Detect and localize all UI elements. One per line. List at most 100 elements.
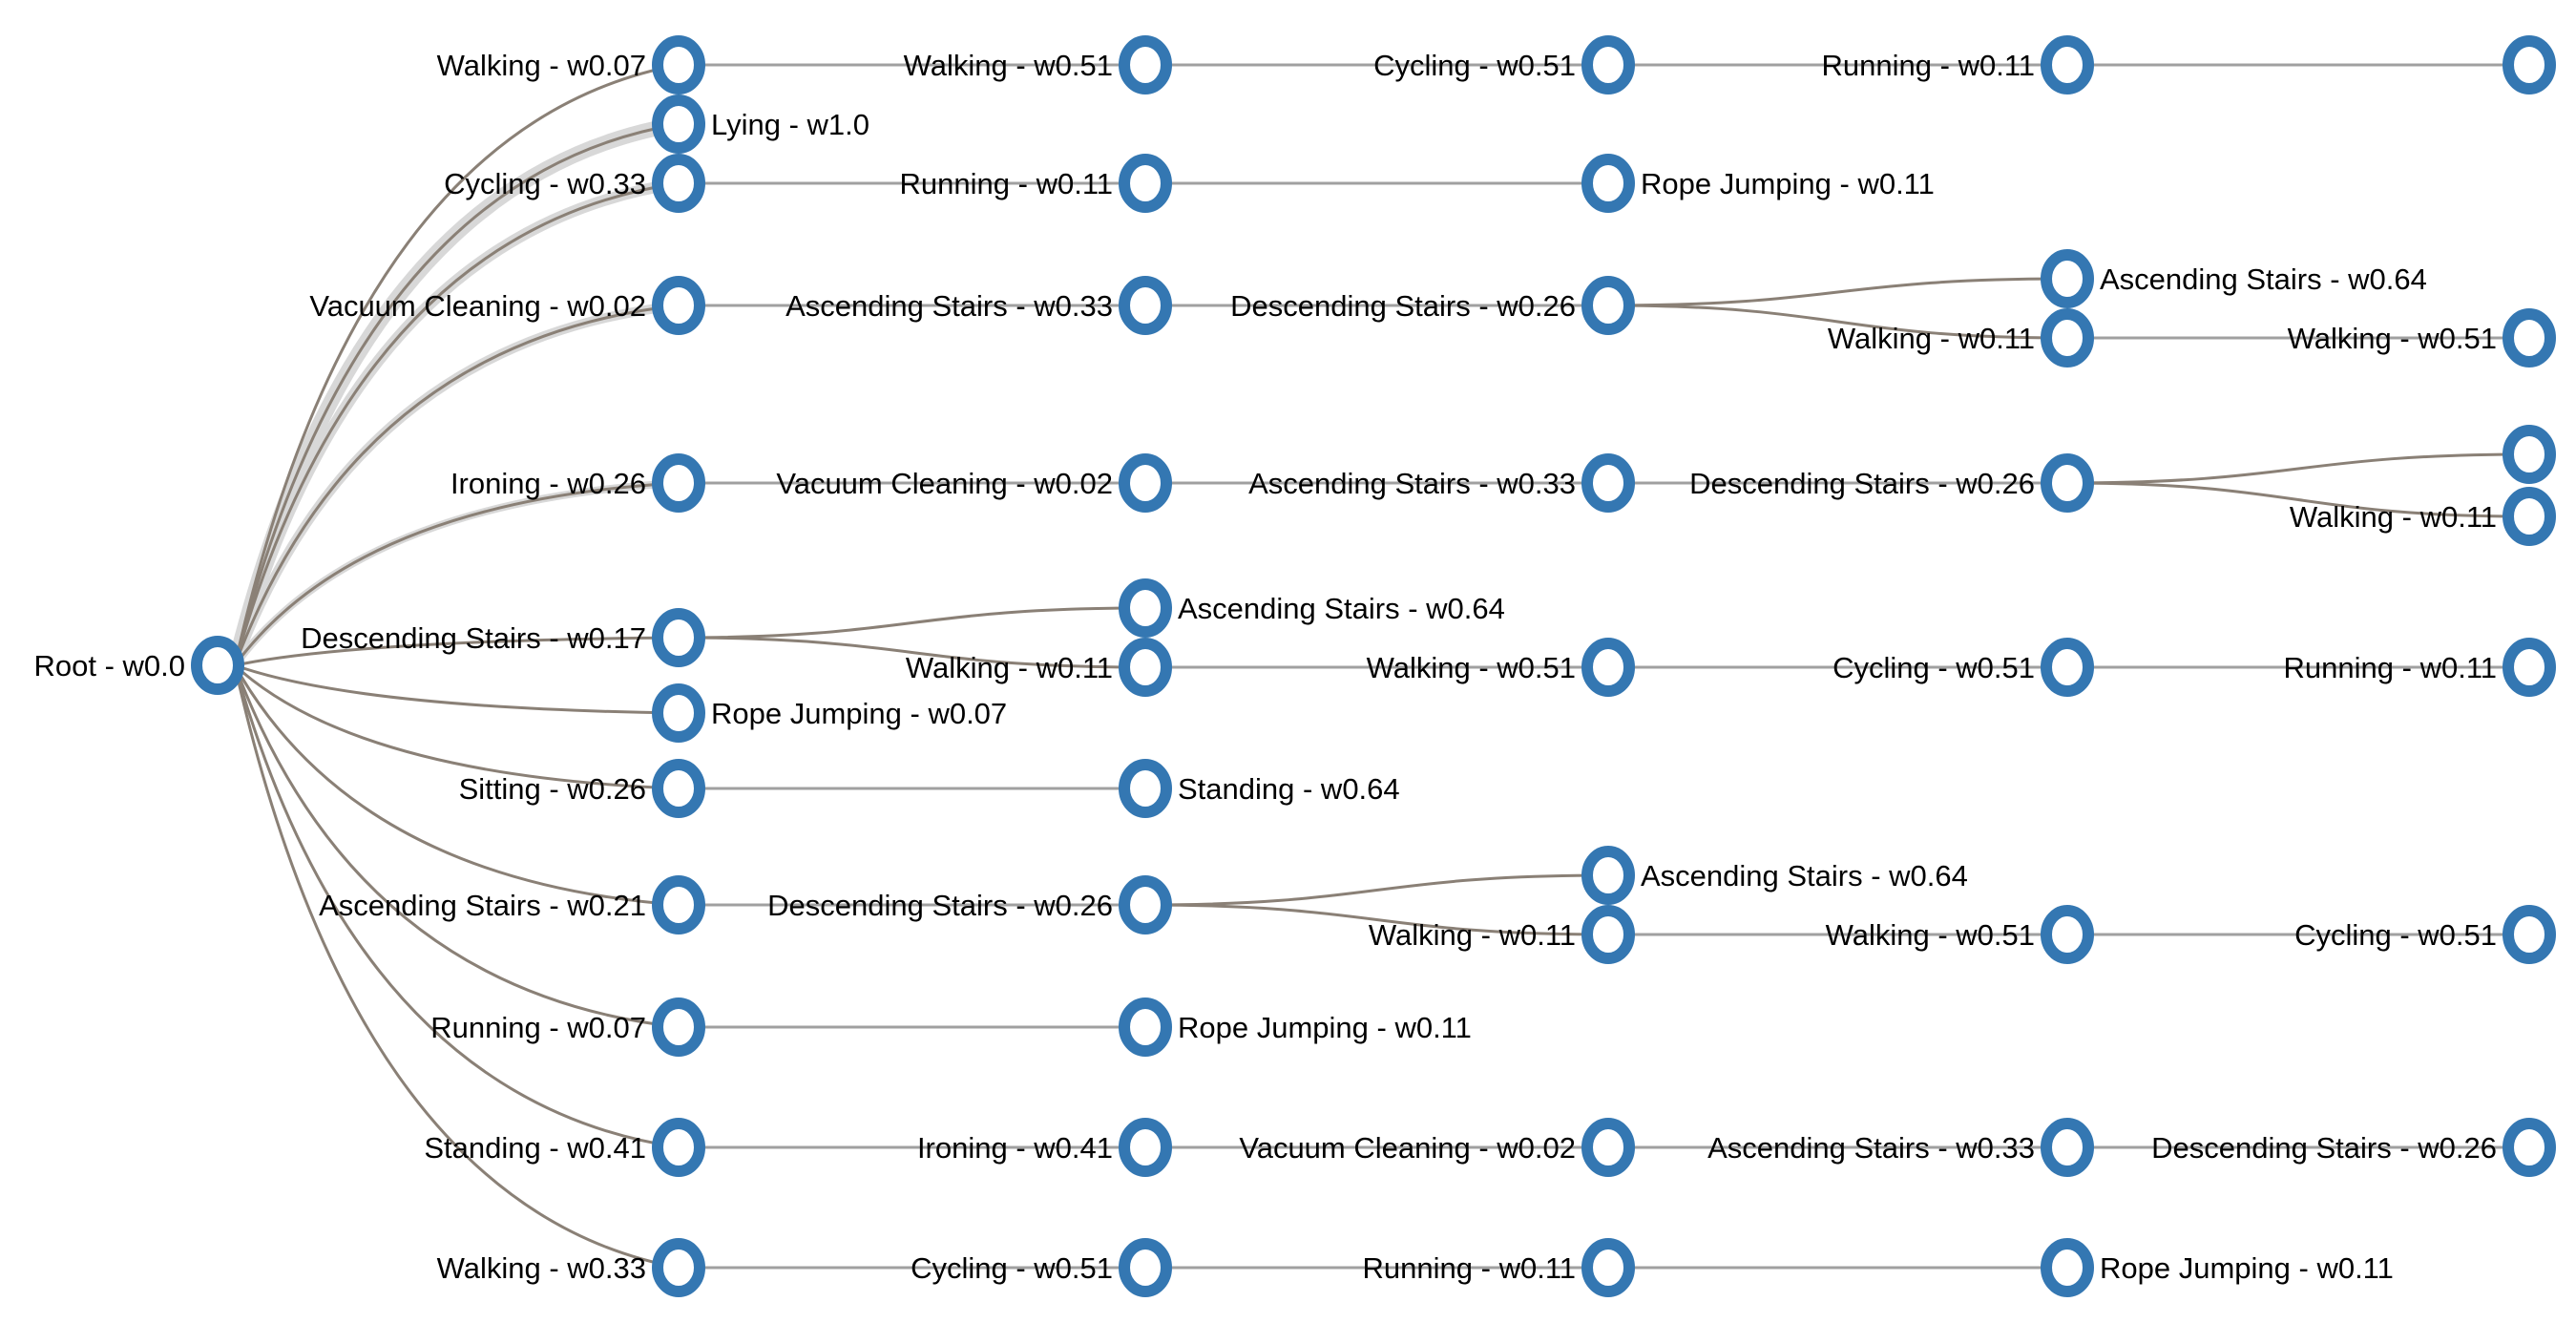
label-w011c: Walking - w0.11 bbox=[906, 651, 1113, 684]
label-as064b: Ascending Stairs - w0.64 bbox=[1178, 592, 1505, 625]
node-vc002b bbox=[1119, 453, 1172, 513]
node-vc002a bbox=[652, 276, 705, 335]
label-lying: Lying - w1.0 bbox=[711, 108, 869, 141]
edge-ds026c-as064c bbox=[1143, 873, 1610, 907]
node-rj007 bbox=[652, 683, 705, 743]
edge-root-stand041 bbox=[233, 663, 681, 1149]
node-as064c bbox=[1581, 846, 1635, 905]
label-ds026d: Descending Stairs - w0.26 bbox=[2151, 1131, 2497, 1165]
node-r011d bbox=[1581, 1238, 1635, 1297]
node-t5 bbox=[2503, 425, 2556, 484]
label-c051a: Cycling - w0.51 bbox=[1373, 49, 1576, 82]
node-w011b bbox=[2503, 487, 2556, 546]
label-w051b: Walking - w0.51 bbox=[2288, 322, 2497, 355]
edge-ds017-w011c bbox=[677, 636, 1147, 669]
label-as033b: Ascending Stairs - w0.33 bbox=[1248, 467, 1576, 500]
label-c051d: Cycling - w0.51 bbox=[911, 1251, 1113, 1285]
edge-ds026a-as064a bbox=[1606, 277, 2069, 307]
node-r011c bbox=[2503, 638, 2556, 697]
edge-ds017-as064b bbox=[677, 606, 1147, 640]
node-as033a bbox=[1119, 276, 1172, 335]
edge-root-lying bbox=[233, 122, 681, 667]
label-c051b: Cycling - w0.51 bbox=[1833, 651, 2035, 684]
node-w033 bbox=[652, 1238, 705, 1297]
label-iron026: Ironing - w0.26 bbox=[450, 467, 646, 500]
node-sit026 bbox=[652, 759, 705, 818]
label-as033c: Ascending Stairs - w0.33 bbox=[1707, 1131, 2035, 1165]
node-w051d bbox=[2041, 905, 2094, 964]
edge-root-iron026 bbox=[233, 481, 681, 667]
node-c051b bbox=[2041, 638, 2094, 697]
edge-ds026a-w011a bbox=[1606, 304, 2069, 340]
node-as033b bbox=[1581, 453, 1635, 513]
edge-ds026c-w011d bbox=[1143, 903, 1610, 936]
node-c033 bbox=[652, 154, 705, 213]
node-w051b bbox=[2503, 308, 2556, 368]
edge-root-sit026 bbox=[233, 663, 681, 790]
label-c033: Cycling - w0.33 bbox=[444, 167, 646, 200]
node-as064a bbox=[2041, 249, 2094, 308]
label-vc002a: Vacuum Cleaning - w0.02 bbox=[309, 289, 646, 323]
edge-root-w033 bbox=[233, 663, 681, 1270]
label-root: Root - w0.0 bbox=[33, 649, 185, 682]
label-w033: Walking - w0.33 bbox=[437, 1251, 646, 1285]
label-w051d: Walking - w0.51 bbox=[1826, 918, 2035, 952]
node-stand041 bbox=[652, 1118, 705, 1177]
node-rj011a bbox=[1581, 154, 1635, 213]
label-as064a: Ascending Stairs - w0.64 bbox=[2100, 262, 2427, 296]
label-rj011a: Rope Jumping - w0.11 bbox=[1641, 167, 1935, 200]
label-w011a: Walking - w0.11 bbox=[1828, 322, 2035, 355]
label-w051a: Walking - w0.51 bbox=[904, 49, 1113, 82]
edge-root-w007 bbox=[233, 63, 681, 667]
label-r011d: Running - w0.11 bbox=[1363, 1251, 1576, 1285]
node-ds026d bbox=[2503, 1118, 2556, 1177]
edge-root-run007 bbox=[233, 663, 681, 1029]
label-vc002c: Vacuum Cleaning - w0.02 bbox=[1239, 1131, 1576, 1165]
node-as021 bbox=[652, 875, 705, 934]
label-run007: Running - w0.07 bbox=[430, 1011, 646, 1044]
label-r011b: Running - w0.11 bbox=[900, 167, 1113, 200]
label-ds026b: Descending Stairs - w0.26 bbox=[1689, 467, 2035, 500]
label-rj011b: Rope Jumping - w0.11 bbox=[1178, 1011, 1472, 1044]
label-w011b: Walking - w0.11 bbox=[2290, 500, 2497, 534]
node-iron026 bbox=[652, 453, 705, 513]
edge-root-lying bbox=[227, 116, 686, 673]
node-ds026c bbox=[1119, 875, 1172, 934]
node-vc002c bbox=[1581, 1118, 1635, 1177]
label-iron041: Ironing - w0.41 bbox=[917, 1131, 1113, 1165]
node-iron041 bbox=[1119, 1118, 1172, 1177]
node-w051a bbox=[1119, 35, 1172, 94]
edge-root-vc002a bbox=[233, 304, 681, 667]
label-w051c: Walking - w0.51 bbox=[1367, 651, 1576, 684]
label-ds026a: Descending Stairs - w0.26 bbox=[1230, 289, 1576, 323]
node-as064b bbox=[1119, 578, 1172, 638]
node-t1 bbox=[2503, 35, 2556, 94]
node-ds017 bbox=[652, 608, 705, 667]
edge-ds026b-w011b bbox=[2065, 481, 2531, 518]
label-ds026c: Descending Stairs - w0.26 bbox=[767, 889, 1113, 922]
edge-root-c033 bbox=[233, 181, 681, 667]
node-ds026a bbox=[1581, 276, 1635, 335]
label-stand064: Standing - w0.64 bbox=[1178, 772, 1400, 806]
label-as033a: Ascending Stairs - w0.33 bbox=[785, 289, 1113, 323]
label-as064c: Ascending Stairs - w0.64 bbox=[1641, 859, 1968, 892]
node-lying bbox=[652, 94, 705, 154]
node-stand064 bbox=[1119, 759, 1172, 818]
label-vc002b: Vacuum Cleaning - w0.02 bbox=[776, 467, 1113, 500]
label-c051c: Cycling - w0.51 bbox=[2294, 918, 2497, 952]
label-rj011c: Rope Jumping - w0.11 bbox=[2100, 1251, 2394, 1285]
label-ds017: Descending Stairs - w0.17 bbox=[301, 621, 646, 655]
label-r011a: Running - w0.11 bbox=[1822, 49, 2035, 82]
node-c051a bbox=[1581, 35, 1635, 94]
label-w007: Walking - w0.07 bbox=[437, 49, 646, 82]
label-r011c: Running - w0.11 bbox=[2284, 651, 2497, 684]
node-r011b bbox=[1119, 154, 1172, 213]
label-sit026: Sitting - w0.26 bbox=[459, 772, 646, 806]
edge-ds026b-t5 bbox=[2065, 452, 2531, 485]
label-stand041: Standing - w0.41 bbox=[424, 1131, 646, 1165]
node-rj011c bbox=[2041, 1238, 2094, 1297]
node-r011a bbox=[2041, 35, 2094, 94]
edge-root-as021 bbox=[233, 663, 681, 907]
